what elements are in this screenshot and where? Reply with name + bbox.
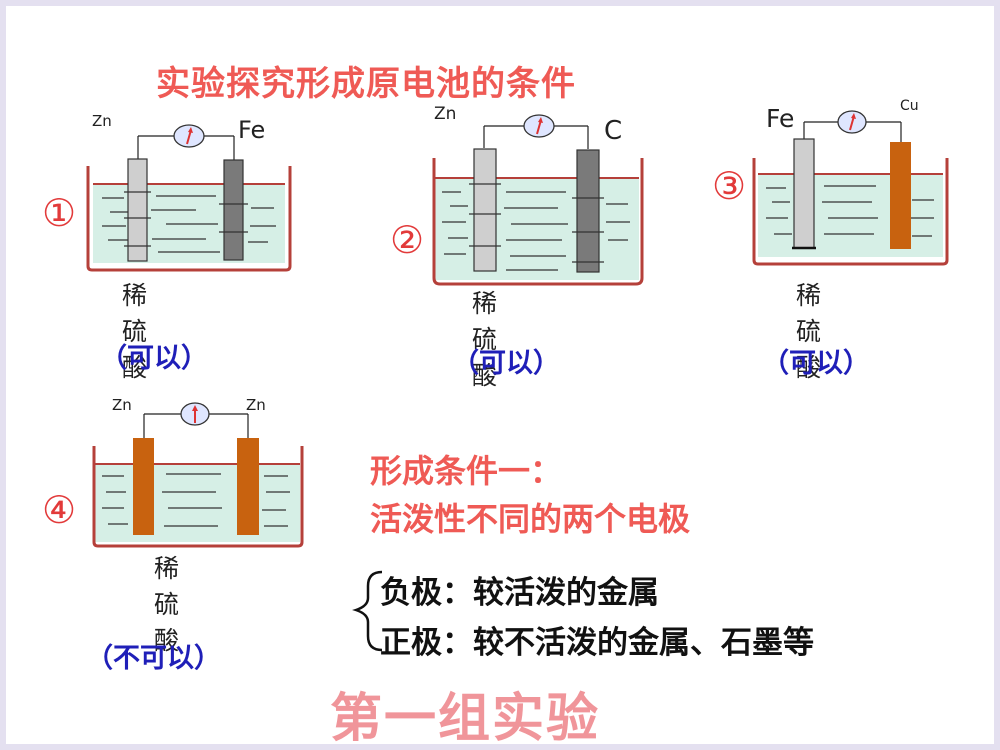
left-electrode-label: Zn — [434, 104, 457, 124]
page-title: 实验探究形成原电池的条件 — [156, 64, 576, 104]
result-label: （可以） — [100, 343, 208, 374]
experiment-number: ④ — [42, 488, 77, 532]
left-electrode-label: Zn — [92, 112, 112, 130]
right-electrode-label: Cu — [900, 98, 919, 114]
group-title: 第一组实验 — [330, 689, 601, 744]
experiment-number: ① — [42, 191, 77, 235]
result-label: （可以） — [762, 348, 870, 379]
right-electrode-label: Zn — [246, 396, 266, 414]
beaker-apparatus — [752, 110, 949, 266]
beaker-apparatus — [92, 402, 304, 548]
experiment-number: ② — [390, 218, 425, 262]
experiment-number: ③ — [712, 164, 747, 208]
right-electrode-label: Fe — [238, 116, 266, 144]
condition-text: 活泼性不同的两个电极 — [370, 500, 691, 538]
left-electrode-label: Fe — [766, 104, 795, 133]
solution-label: 稀硫酸 — [472, 289, 498, 390]
negative-pole-text: 负极：较活泼的金属 — [380, 575, 659, 611]
result-label: （不可以） — [86, 643, 221, 674]
condition-heading: 形成条件一： — [370, 452, 563, 490]
left-electrode-label: Zn — [112, 396, 132, 414]
slide: 实验探究形成原电池的条件 ① Zn Fe — [6, 6, 994, 744]
beaker-apparatus — [86, 124, 292, 272]
result-label: （可以） — [452, 348, 560, 379]
solution-label: 稀硫酸 — [154, 554, 180, 655]
positive-pole-text: 正极：较不活泼的金属、石墨等 — [380, 625, 814, 661]
solution-label: 稀硫酸 — [796, 281, 822, 382]
brace — [352, 570, 383, 652]
beaker-apparatus — [432, 114, 644, 286]
right-electrode-label: C — [604, 116, 623, 146]
solution-label: 稀硫酸 — [122, 281, 148, 382]
